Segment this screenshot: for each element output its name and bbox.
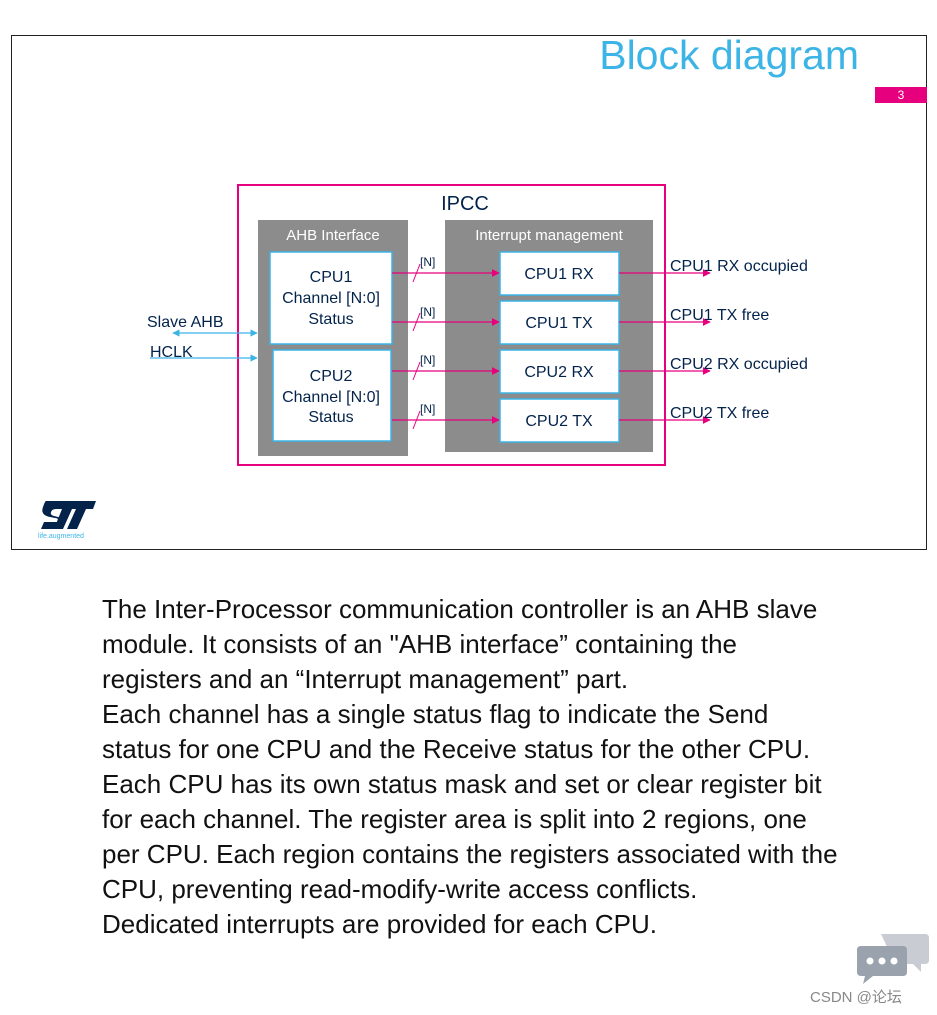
ahb-interface-label: AHB Interface — [286, 227, 379, 244]
bus-slash-2 — [412, 312, 421, 332]
cpu2-box-line3: Status — [308, 409, 353, 426]
description-paragraph-3: Dedicated interrupts are provided for ea… — [102, 909, 657, 939]
description-paragraph-1: The Inter-Processor communication contro… — [102, 594, 818, 694]
output-label-cpu2-tx-free: CPU2 TX free — [670, 405, 769, 422]
cpu1-channel-status-box — [269, 251, 393, 345]
cpu2-rx-label: CPU2 RX — [524, 364, 594, 381]
cpu1-box-line3: Status — [308, 311, 353, 328]
logo-tagline: life.augmented — [38, 533, 84, 540]
block-diagram: IPCC AHB Interface CPU1 Channel [N:0] St… — [147, 184, 808, 466]
interrupt-management-label: Interrupt management — [475, 227, 623, 244]
bus-slash-3 — [412, 361, 421, 381]
cpu2-channel-status-box — [272, 349, 392, 442]
bus-width-label-4: [N] — [420, 402, 435, 416]
cpu1-tx-label: CPU1 TX — [525, 315, 593, 332]
output-label-cpu2-rx-occupied: CPU2 RX occupied — [670, 356, 808, 373]
cpu2-tx-label: CPU2 TX — [525, 413, 593, 430]
watermark: CSDN @论坛 — [810, 989, 902, 1006]
cpu2-box-line2: Channel [N:0] — [282, 389, 380, 406]
comment-bubble-icon[interactable] — [855, 930, 931, 988]
bus-width-label-3: [N] — [420, 353, 435, 367]
cpu2-rx-box — [499, 349, 620, 394]
cpu1-rx-box — [499, 251, 620, 296]
description-paragraph-2: Each channel has a single status flag to… — [102, 699, 838, 904]
bus-slash-1 — [412, 263, 421, 283]
cpu1-box-line1: CPU1 — [310, 269, 353, 286]
slave-ahb-label: Slave AHB — [147, 314, 223, 331]
cpu2-box-line1: CPU2 — [310, 368, 353, 385]
st-logo: life.augmented — [38, 501, 96, 540]
bus-width-label-2: [N] — [420, 305, 435, 319]
output-label-cpu1-tx-free: CPU1 TX free — [670, 307, 769, 324]
hclk-label: HCLK — [150, 344, 193, 361]
ipcc-label: IPCC — [441, 193, 489, 215]
output-label-cpu1-rx-occupied: CPU1 RX occupied — [670, 258, 808, 275]
bus-width-label-1: [N] — [420, 255, 435, 269]
cpu1-box-line2: Channel [N:0] — [282, 290, 380, 307]
page-number-badge: 3 — [875, 87, 927, 103]
description: The Inter-Processor communication contro… — [102, 592, 842, 942]
cpu1-tx-box — [499, 300, 620, 345]
slide-title: Block diagram — [599, 32, 859, 78]
bus-slash-4 — [412, 410, 421, 430]
cpu1-rx-label: CPU1 RX — [524, 266, 594, 283]
